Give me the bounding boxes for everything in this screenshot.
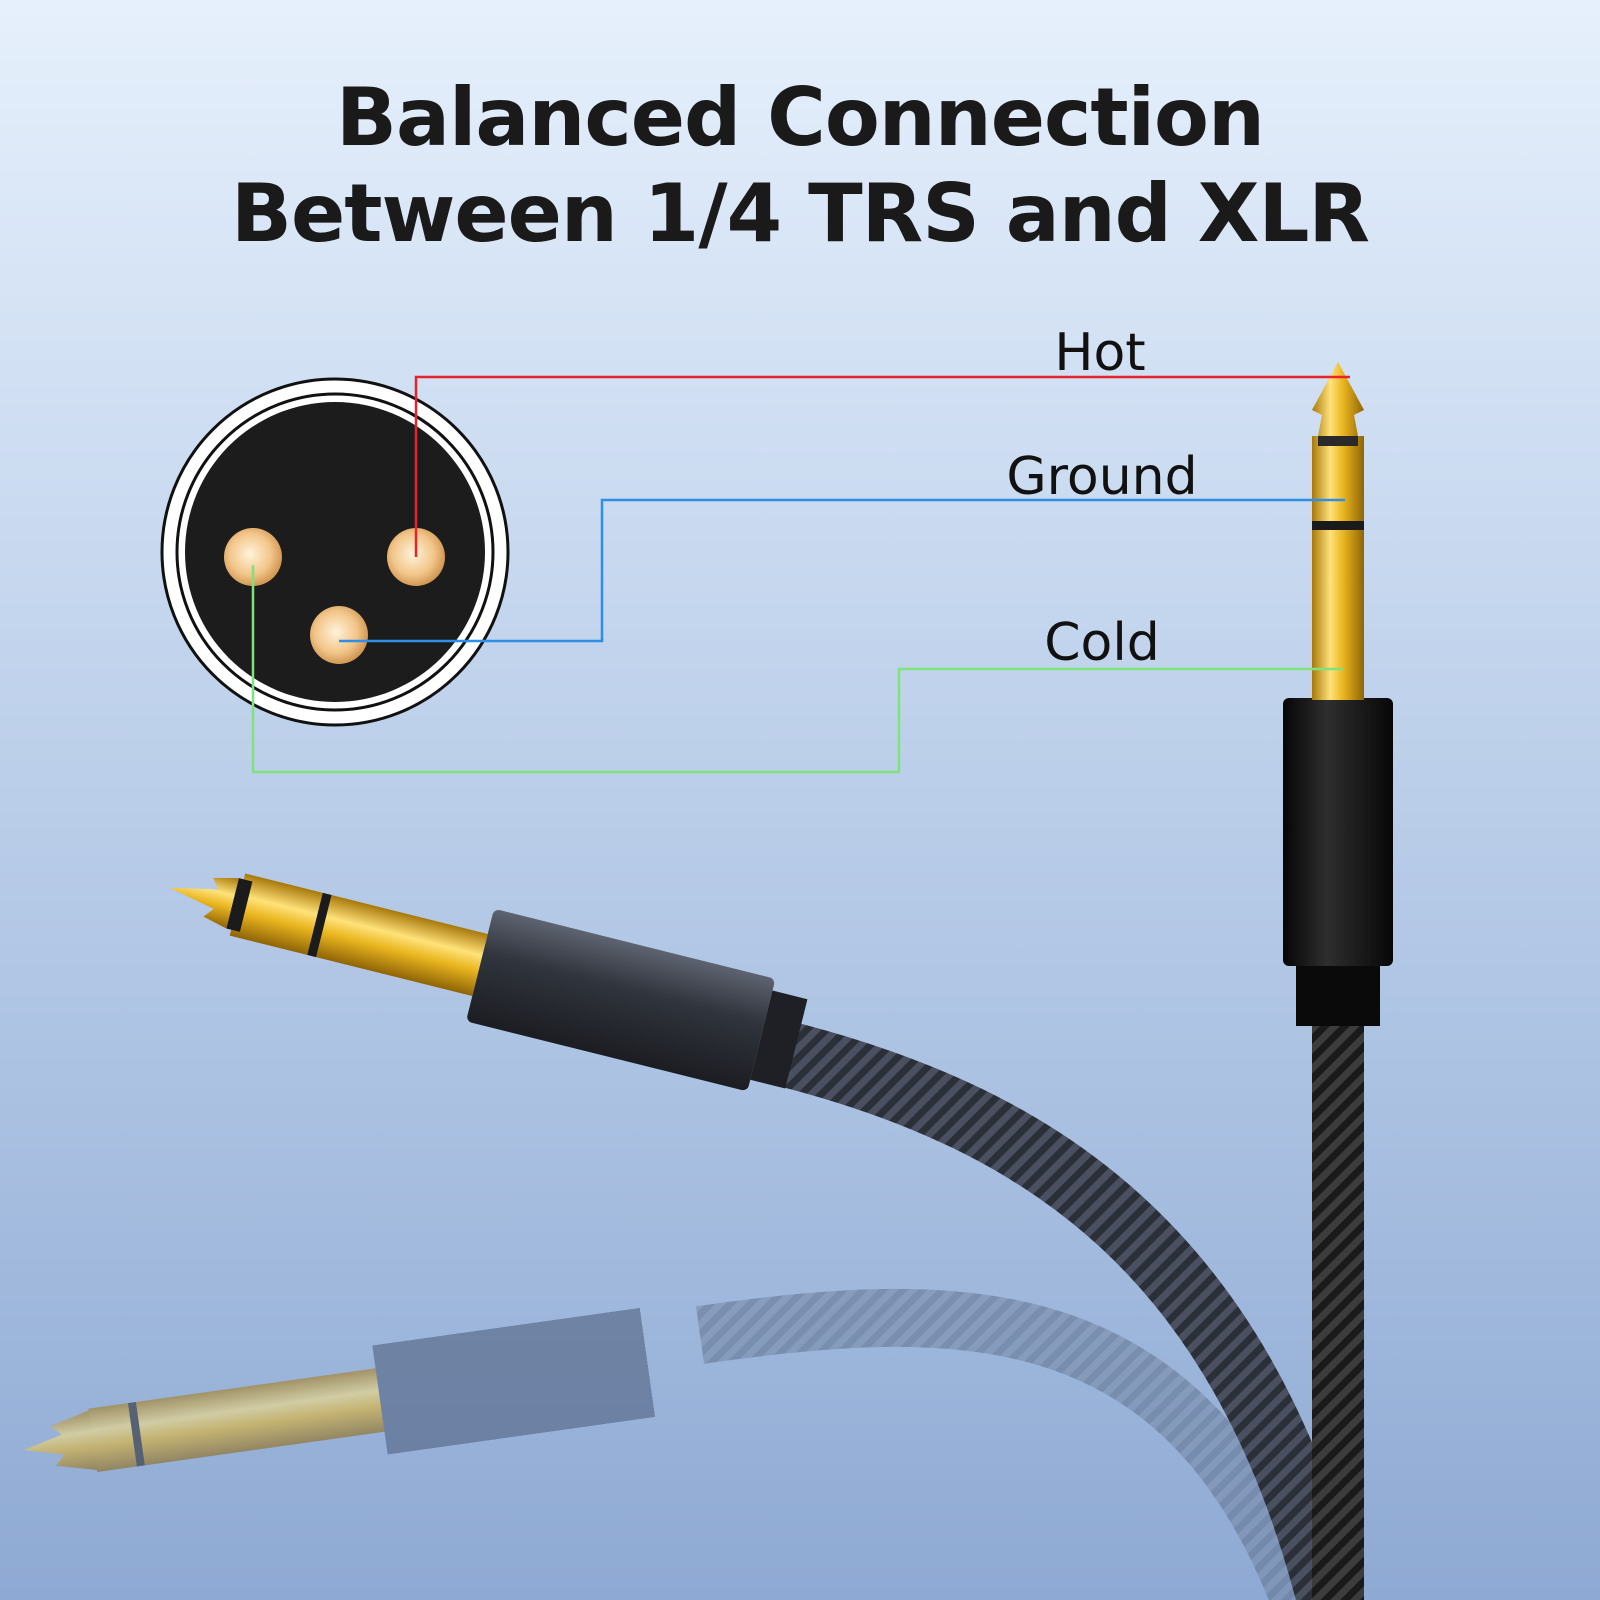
faded-plug-shaft (88, 1368, 385, 1473)
trs-sleeve (1312, 445, 1364, 700)
diagram-title: Balanced Connection Between 1/4 TRS and … (0, 70, 1600, 262)
faded-trs-plug (23, 1288, 1328, 1600)
trs-insulator-tip (1318, 436, 1358, 446)
title-line-1: Balanced Connection (336, 71, 1265, 164)
ground-label: Ground (1006, 447, 1197, 507)
diagonal-plug-tip (169, 877, 239, 929)
trs-insulator-ring (1312, 521, 1364, 530)
ground-wire (339, 498, 1345, 643)
diagonal-trs-plug (169, 873, 1362, 1600)
xlr-pin-left (224, 528, 282, 586)
vertical-trs-plug (1283, 362, 1393, 1600)
diagonal-plug-body (467, 909, 775, 1091)
faded-plug-tip (23, 1410, 97, 1471)
vertical-plug-body (1283, 698, 1393, 966)
diagonal-plug-shaft (229, 873, 488, 997)
cold-wire (251, 565, 1343, 774)
hot-wire (414, 375, 1350, 557)
title-line-2: Between 1/4 TRS and XLR (230, 167, 1370, 260)
xlr-connector-face (160, 377, 510, 727)
hot-label: Hot (1054, 323, 1145, 383)
faded-plug-body (372, 1307, 656, 1455)
vertical-cable (1312, 1020, 1364, 1600)
faded-cable (695, 1288, 1328, 1600)
trs-tip (1312, 362, 1364, 436)
xlr-pin-bottom (310, 606, 368, 664)
diagonal-cable (781, 1023, 1362, 1600)
cold-label: Cold (1044, 613, 1160, 673)
